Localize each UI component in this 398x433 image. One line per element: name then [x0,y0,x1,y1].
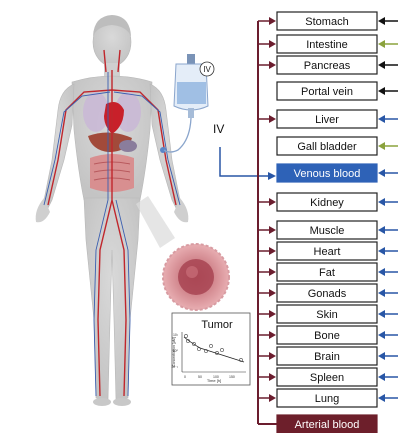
tumor-core [178,259,214,295]
left-foot [93,398,111,406]
portal-vein-compartment: Portal vein [277,82,377,100]
skin-arterial-arrowhead [269,310,276,318]
heart-label: Heart [314,246,341,258]
venous-blood-venous-arrowhead [378,169,385,177]
right-foot [113,398,131,406]
heart-venous-arrowhead [378,247,385,255]
spleen-label: Spleen [310,372,344,384]
kidney-label: Kidney [310,197,344,209]
skin-compartment: Skin [277,305,377,323]
plot-ytick: 10¹ [173,333,179,337]
gonads-compartment: Gonads [277,284,377,302]
kidney-compartment: Kidney [277,193,377,211]
iv-arrowhead [268,172,276,180]
tumor-zoom-wedge [136,196,175,248]
legs [84,198,140,400]
stomach-compartment: Stomach [277,12,377,30]
lung-compartment: Lung [277,389,377,407]
intestine-label: Intestine [306,39,348,51]
fat-compartment: Fat [277,263,377,281]
spleen-arterial-arrowhead [269,373,276,381]
gall-bladder-compartment: Gall bladder [277,137,377,155]
fat-label: Fat [319,267,335,279]
spleen-compartment: Spleen [277,368,377,386]
plot-xtick: 50 [198,375,202,379]
iv-fluid [177,82,206,104]
lung-label: Lung [315,393,339,405]
kidney-venous-arrowhead [378,198,385,206]
muscle-label: Muscle [310,225,345,237]
skin-label: Skin [316,309,337,321]
arterial-blood-trunk [258,17,277,424]
pancreas-arterial-arrowhead [269,61,276,69]
gonads-venous-arrowhead [378,289,385,297]
plot-xtick: 0 [184,375,186,379]
gall-bladder-venous-arrowhead [378,142,385,150]
bone-compartment: Bone [277,326,377,344]
liver-label: Liver [315,114,339,126]
stomach-venous-arrowhead [378,17,385,25]
venous-return-arrows [378,17,398,402]
venous-blood-compartment: Venous blood [277,164,377,182]
iv-line [220,147,270,176]
bone-arterial-arrowhead [269,331,276,339]
plot-ytick: 10⁰ [173,349,179,353]
plot-xtick: 100 [213,375,219,379]
iv-bag-hanger [187,54,195,64]
stomach-label: Stomach [305,16,348,28]
brain-venous-arrowhead [378,352,385,360]
pancreas-compartment: Pancreas [277,56,377,74]
iv-label: IV [213,122,224,136]
gonads-arterial-arrowhead [269,289,276,297]
arterial-blood-compartment: Arterial blood [277,415,377,433]
skin-venous-arrowhead [378,310,385,318]
human-body-figure [36,15,189,406]
liver-venous-arrowhead [378,115,385,123]
iv-bag: IV [164,54,214,152]
brain-compartment: Brain [277,347,377,365]
tumor-core-highlight [186,266,198,278]
lung-arterial-arrowhead [269,394,276,402]
lung-venous-arrowhead [378,394,385,402]
bone-label: Bone [314,330,340,342]
fat-arterial-arrowhead [269,268,276,276]
liver-arterial-arrowhead [269,115,276,123]
brain-label: Brain [314,351,340,363]
intestine-compartment: Intestine [277,35,377,53]
stomach-organ [119,140,137,152]
heart-arterial-arrowhead [269,247,276,255]
liver-compartment: Liver [277,110,377,128]
muscle-arterial-arrowhead [269,226,276,234]
muscle-compartment: Muscle [277,221,377,239]
plot-ytick: 10⁻¹ [171,365,179,369]
kidney-arterial-arrowhead [269,198,276,206]
muscle-venous-arrowhead [378,226,385,234]
bone-venous-arrowhead [378,331,385,339]
portal-vein-venous-arrowhead [378,87,385,95]
pancreas-venous-arrowhead [378,61,385,69]
arterial-blood-label: Arterial blood [295,419,360,431]
tumor-concentration-plot: Tumor Concentration [µM] Time [h] 0 50 1… [171,313,250,385]
tumor-label: Tumor [201,319,233,331]
intestine-arterial-arrowhead [269,40,276,48]
portal-vein-label: Portal vein [301,86,353,98]
gonads-label: Gonads [308,288,347,300]
fat-venous-arrowhead [378,268,385,276]
iv-drip-chamber [188,108,194,118]
venous-blood-label: Venous blood [294,168,361,180]
stomach-arterial-arrowhead [269,17,276,25]
gall-bladder-label: Gall bladder [297,141,357,153]
brain-arterial-arrowhead [269,352,276,360]
heart-compartment: Heart [277,242,377,260]
iv-connection: IV [213,122,276,180]
spleen-venous-arrowhead [378,373,385,381]
plot-xtick: 150 [229,375,235,379]
pancreas-label: Pancreas [304,60,351,72]
iv-bag-label: IV [203,65,211,74]
intestine-venous-arrowhead [378,40,385,48]
